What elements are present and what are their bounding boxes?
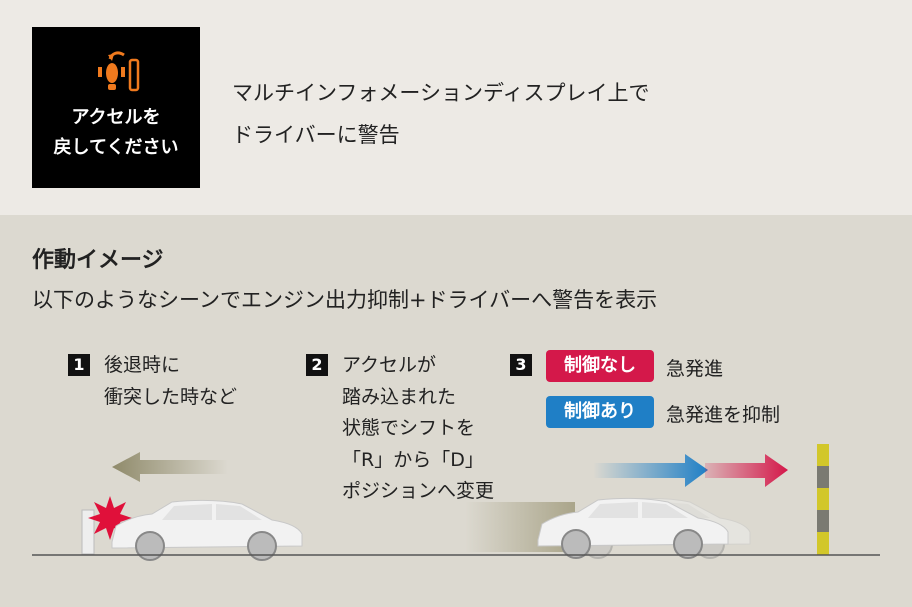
scene-1-number: 1 — [68, 354, 90, 376]
without-control-badge: 制御なし — [546, 350, 654, 382]
description: マルチインフォメーションディスプレイ上で ドライバーに警告 — [232, 72, 649, 156]
controlled-arrow — [593, 454, 708, 487]
pole — [817, 444, 829, 555]
section-subtitle: 以下のようなシーンでエンジン出力抑制+ドライバーへ警告を表示 — [32, 288, 658, 312]
scene-3-number: 3 — [510, 354, 532, 376]
scene-2-number: 2 — [306, 354, 328, 376]
scene-1-text: 後退時に 衝突した時など — [104, 350, 237, 413]
reverse-arrow — [112, 452, 228, 482]
without-control-result: 急発進 — [666, 358, 724, 380]
scene-2-line: ポジションへ変更 — [342, 480, 495, 502]
with-control-result: 急発進を抑制 — [666, 404, 781, 426]
uncontrolled-arrow — [705, 454, 788, 487]
section-title: 作動イメージ — [32, 248, 164, 273]
scene-2-line: 踏み込まれた — [342, 385, 457, 408]
scene-1-line: 衝突した時など — [104, 385, 238, 408]
barrier-post — [81, 509, 95, 555]
description-line-2: ドライバーに警告 — [232, 123, 400, 147]
description-line-1: マルチインフォメーションディスプレイ上で — [232, 81, 650, 105]
scene-2-line: 「R」から「D」 — [342, 448, 484, 471]
warning-line-2: 戻してください — [53, 137, 179, 158]
warning-line-1: アクセルを — [71, 107, 161, 128]
scene-2-text: アクセルが 踏み込まれた 状態でシフトを 「R」から「D」 ポジションへ変更 — [342, 350, 494, 508]
scene-2-line: 状態でシフトを — [342, 417, 476, 439]
with-control-badge: 制御あり — [546, 396, 654, 428]
scene-2-line: アクセルが — [342, 354, 437, 376]
multi-info-display: アクセルを 戻してください — [32, 27, 200, 188]
car-reversing — [111, 499, 303, 561]
scene-1-line: 後退時に — [104, 354, 181, 376]
foot-off-accelerator-icon — [98, 51, 140, 92]
